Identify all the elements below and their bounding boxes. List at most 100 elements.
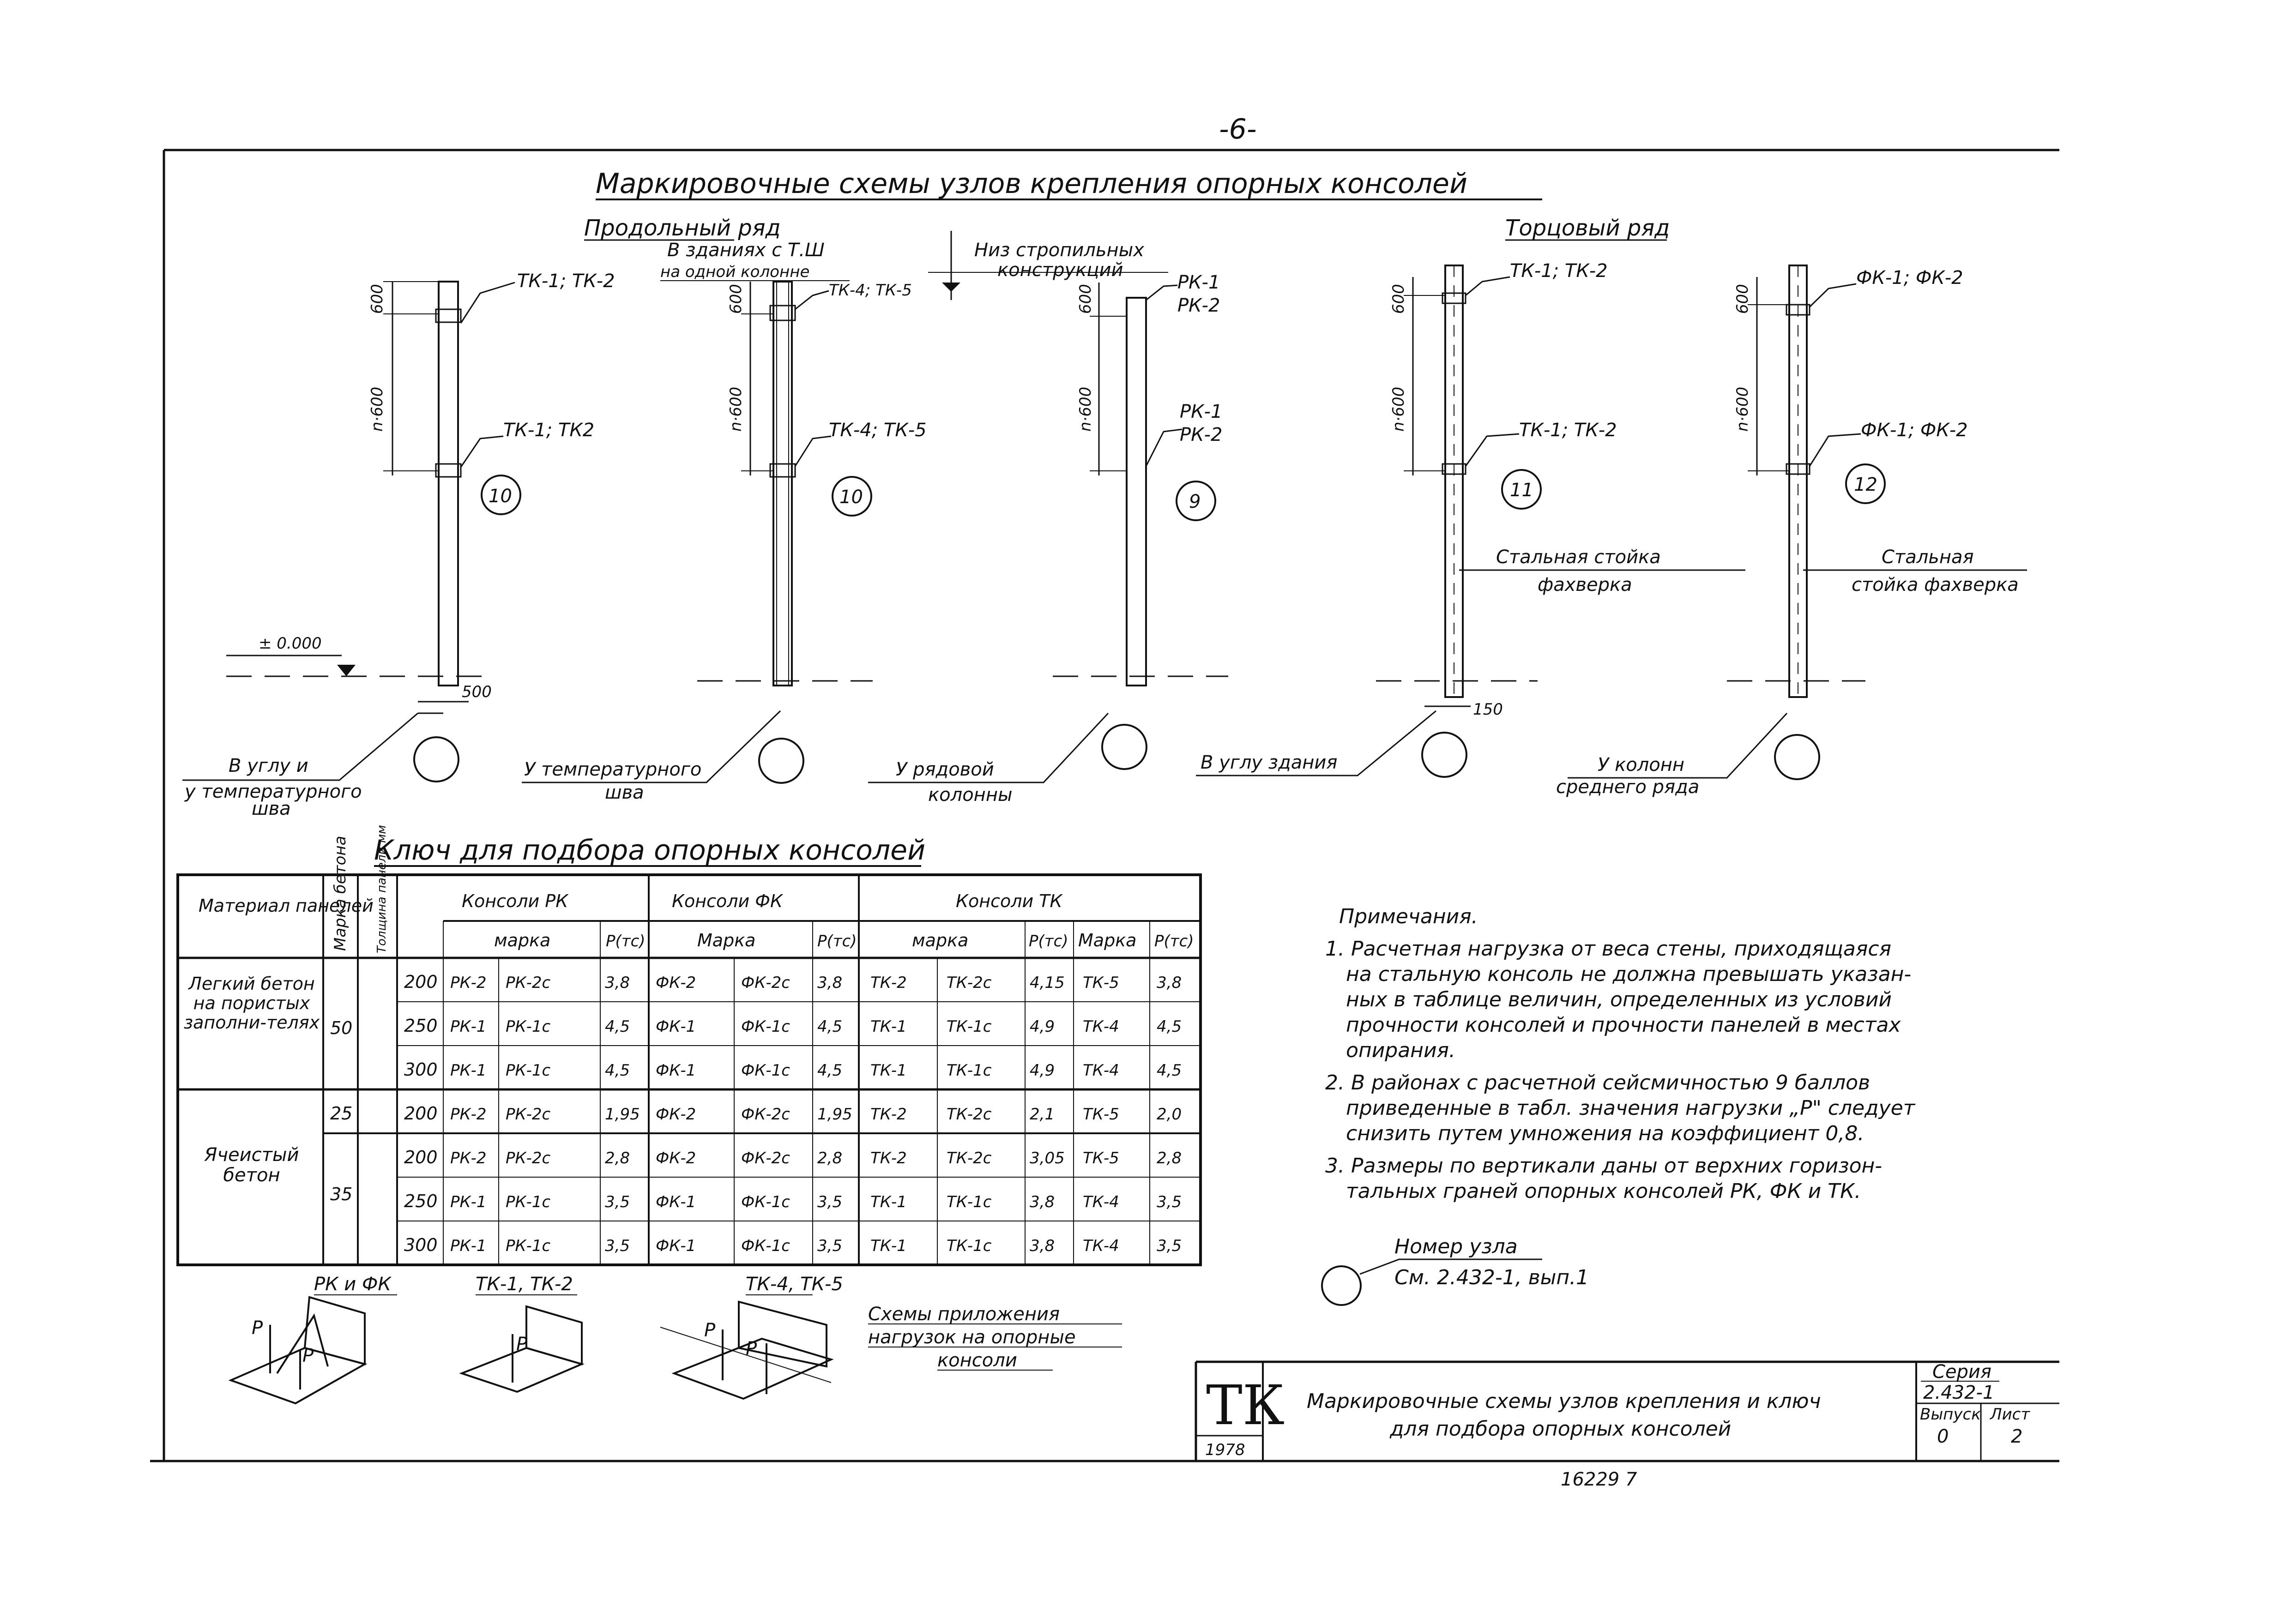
table-cell: ТК-4 xyxy=(1083,1017,1119,1036)
title-block-desc-1: Маркировочные схемы узлов крепления и кл… xyxy=(1307,1389,1821,1413)
table-cell: ТК-5 xyxy=(1083,974,1119,992)
table-cell: ФК-1с xyxy=(741,1017,790,1036)
column-scheme-1: 600 n·600 ТК-1; ТК-2 ТК-1; ТК2 10 ± 0.00… xyxy=(182,271,615,819)
table-cell: 1,95 xyxy=(605,1105,640,1124)
schemes-caption-3: консоли xyxy=(937,1350,1017,1371)
header-tk-marka2: Марка xyxy=(1078,930,1136,950)
dim-600: 600 xyxy=(368,284,386,314)
note-line: прочности консолей и прочности панелей в… xyxy=(1346,1013,1901,1037)
table-cell: ТК-5 xyxy=(1083,1105,1119,1124)
node-number: 10 xyxy=(839,487,863,508)
table-cell: 3,5 xyxy=(817,1193,842,1211)
table-cell: ФК-1с xyxy=(741,1237,790,1255)
leader-top xyxy=(795,290,829,310)
column-scheme-2: В зданиях с Т.Ш на одной колонне 600 n·6… xyxy=(522,240,927,803)
table-cell: 3,5 xyxy=(605,1237,630,1255)
header-fk-p: P(тс) xyxy=(817,932,857,950)
table-cell: 4,15 xyxy=(1030,974,1065,992)
annotation-bottom-truss-2: конструкций xyxy=(997,259,1123,281)
node-number: 11 xyxy=(1510,480,1533,501)
table-cell: РК-2 xyxy=(450,974,487,992)
key-table-title: Ключ для подбора опорных консолей xyxy=(374,834,925,866)
title-block: ТК 1978 Маркировочные схемы узлов крепле… xyxy=(1195,1360,2059,1490)
table-cell: ФК-1 xyxy=(656,1017,696,1036)
note-line: 1. Расчетная нагрузка от веса стены, при… xyxy=(1325,937,1891,961)
table-cell: РК-1с xyxy=(506,1193,551,1211)
dim-n600: n·600 xyxy=(368,387,386,432)
table-cell: РК-1 xyxy=(450,1061,487,1080)
table-cell: ФК-2с xyxy=(741,1149,790,1167)
series-value: 2.432-1 xyxy=(1923,1382,1994,1403)
table-cell: 3,8 xyxy=(1030,1193,1055,1211)
column-scheme-3: Низ стропильных конструкций 600 n·600 РК… xyxy=(868,231,1228,806)
table-cell: РК-1с xyxy=(506,1017,551,1036)
table-cell: 3,05 xyxy=(1030,1149,1065,1167)
table-cell: ТК-4 xyxy=(1083,1061,1119,1080)
label-top-2: РК-2 xyxy=(1177,295,1220,316)
table-cell: ТК-2с xyxy=(947,1149,992,1167)
leader-mid xyxy=(794,435,832,467)
note-line: опирания. xyxy=(1346,1039,1455,1062)
table-cell: ФК-2 xyxy=(656,1105,696,1124)
scheme3-axis xyxy=(660,1327,832,1383)
table-cell: 2,1 xyxy=(1030,1105,1055,1124)
title-block-year: 1978 xyxy=(1205,1441,1245,1459)
issue-label: Выпуск xyxy=(1920,1405,1981,1424)
header-consoles-rk: Консоли РК xyxy=(462,891,569,911)
group-cellular-concrete: Ячеистый бетон xyxy=(205,1145,299,1185)
table-cell: РК-2с xyxy=(506,974,551,992)
label-mid-2: РК-2 xyxy=(1180,424,1222,445)
table-cell: 4,9 xyxy=(1030,1017,1055,1036)
scheme-label-rk-fk: РК и ФК xyxy=(314,1274,392,1295)
header-consoles-fk: Консоли ФК xyxy=(672,891,784,911)
zero-level-text: ± 0.000 xyxy=(259,634,322,653)
table-cell: 3,8 xyxy=(1157,974,1182,992)
sheet-label: Лист xyxy=(1989,1405,2030,1424)
section-end-row: Торцовый ряд xyxy=(1505,215,1670,241)
header-tk-p2: P(тс) xyxy=(1154,932,1194,950)
caption-line-1: В углу и xyxy=(229,755,308,776)
caption-leader xyxy=(522,710,781,783)
page-number: -6- xyxy=(1219,113,1256,145)
table-cell: РК-2 xyxy=(450,1105,487,1124)
node-number: 9 xyxy=(1189,491,1201,512)
table-cell: ТК-1 xyxy=(870,1061,907,1080)
table-cell: 3,5 xyxy=(817,1237,842,1255)
caption-line-1: В углу здания xyxy=(1201,752,1337,773)
table-cell: 3,5 xyxy=(1157,1193,1182,1211)
dim-500: 500 xyxy=(462,683,492,701)
main-title: Маркировочные схемы узлов крепления опор… xyxy=(596,168,1467,200)
dim-600: 600 xyxy=(1389,284,1408,314)
table-cell: ТК-2 xyxy=(870,1149,907,1167)
key-table: Ключ для подбора опорных консолей Матери… xyxy=(176,825,1202,1266)
header-consoles-tk: Консоли ТК xyxy=(956,891,1063,911)
table-cell: 4,5 xyxy=(1157,1061,1182,1080)
header-grade: Марка бетона xyxy=(331,836,350,951)
scheme2-p: P xyxy=(516,1334,528,1355)
footer-number: 16229 7 xyxy=(1561,1469,1637,1490)
scheme1-plate xyxy=(228,1347,368,1405)
leader-mid xyxy=(460,435,504,468)
table-cell: 4,5 xyxy=(605,1061,630,1080)
table-cell: ТК-5 xyxy=(1083,1149,1119,1167)
table-cell: РК-1с xyxy=(506,1237,551,1255)
table-cell: 2,8 xyxy=(817,1149,842,1167)
dim-600: 600 xyxy=(1733,284,1752,314)
table-cell: РК-1 xyxy=(450,1237,487,1255)
column-body xyxy=(1126,297,1147,686)
table-cell: 2,8 xyxy=(605,1149,630,1167)
caption-line-2: шва xyxy=(605,782,644,803)
dim-n600: n·600 xyxy=(1389,387,1408,432)
table-cell: ФК-1 xyxy=(656,1237,696,1255)
note-line: тальных граней опорных консолей РК, ФК и… xyxy=(1346,1179,1861,1203)
label-top: ТК-1; ТК-2 xyxy=(517,271,615,292)
leader-top xyxy=(460,282,515,324)
table-cell: ТК-1с xyxy=(947,1237,992,1255)
caption-line-3: шва xyxy=(252,798,291,819)
table-cell: 1,95 xyxy=(817,1105,852,1124)
scheme1-wall xyxy=(303,1296,366,1365)
caption-line-1: У колонн xyxy=(1598,754,1684,776)
table-cell: 300 xyxy=(404,1059,438,1080)
